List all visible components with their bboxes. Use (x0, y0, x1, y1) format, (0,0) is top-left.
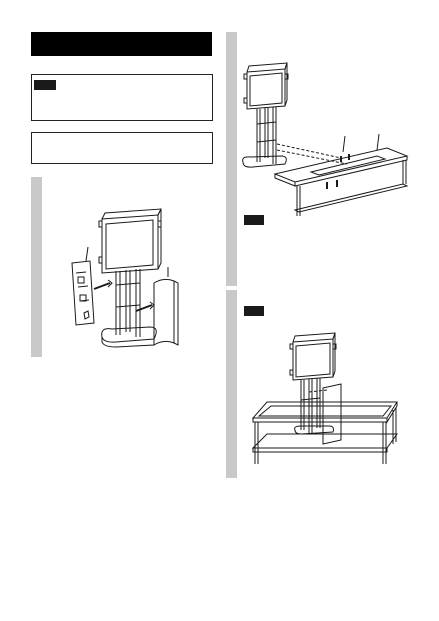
section-title-bar (31, 32, 212, 56)
step-2-note-tag-icon (244, 215, 264, 225)
step-3-note-tag-icon (244, 306, 264, 316)
step-1-illustration (42, 177, 213, 357)
info-box (31, 132, 213, 164)
note-tag-icon (34, 80, 56, 90)
step-3-illustration (237, 330, 413, 470)
step-1-strip (31, 177, 42, 357)
note-box (31, 74, 213, 121)
step-2-strip (226, 32, 237, 286)
step-2-illustration (237, 32, 413, 202)
step-3-panel (237, 290, 413, 478)
step-3-strip (226, 290, 237, 478)
